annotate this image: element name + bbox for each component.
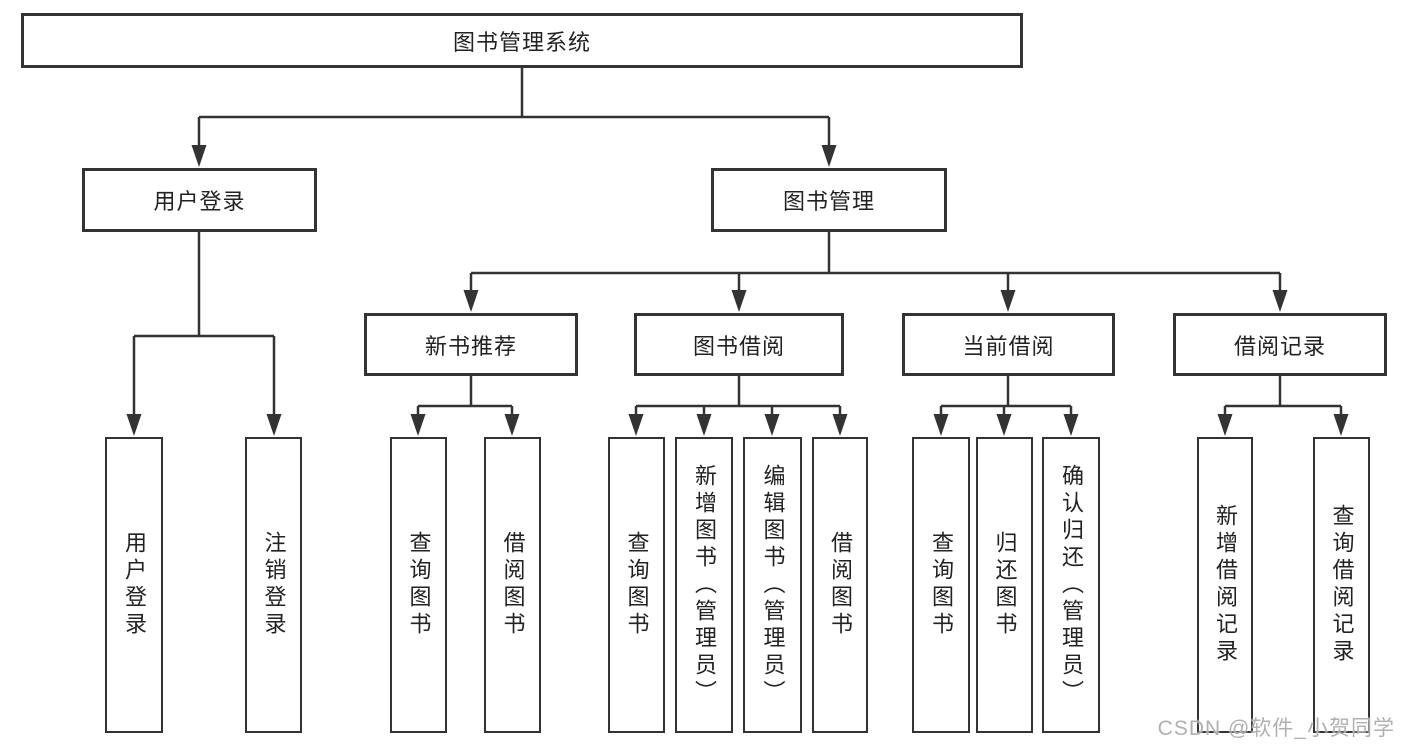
leaf-query-book-borrow: 查询图书: [608, 437, 665, 733]
leaf-logout: 注销登录: [245, 437, 302, 733]
node-label: 用户登录: [153, 189, 246, 214]
leaf-label: 借阅图书: [828, 531, 853, 639]
leaf-confirm-return-admin: 确认归还（管理员）: [1042, 437, 1100, 733]
leaf-borrow-book: 借阅图书: [812, 437, 868, 733]
node-book-management: 图书管理: [711, 168, 947, 232]
node-library-management-system: 图书管理系统: [21, 13, 1023, 68]
leaf-edit-book-admin: 编辑图书（管理员）: [743, 437, 802, 733]
node-label: 新书推荐: [424, 333, 517, 359]
leaf-label: 归还图书: [992, 531, 1018, 639]
node-label: 图书管理系统: [452, 29, 591, 55]
leaf-label: 查询借阅记录: [1329, 504, 1355, 666]
node-label: 图书管理: [782, 189, 875, 214]
node-user-login: 用户登录: [82, 168, 317, 232]
node-label: 图书借阅: [692, 333, 785, 359]
leaf-label: 注销登录: [261, 531, 287, 639]
leaf-label: 确认归还（管理员）: [1059, 463, 1084, 707]
leaf-label: 查询图书: [406, 531, 432, 639]
leaf-query-book-newbook: 查询图书: [390, 437, 447, 733]
leaf-label: 编辑图书（管理员）: [760, 463, 786, 707]
node-label: 借阅记录: [1233, 333, 1326, 359]
leaf-label: 用户登录: [122, 531, 147, 639]
node-label: 当前借阅: [962, 333, 1055, 359]
leaf-label: 查询图书: [624, 531, 650, 639]
leaf-add-borrow-record: 新增借阅记录: [1197, 437, 1253, 733]
node-current-borrow: 当前借阅: [902, 313, 1115, 376]
node-borrow-record: 借阅记录: [1173, 313, 1387, 376]
leaf-query-book-current: 查询图书: [912, 437, 970, 733]
leaf-add-book-admin: 新增图书（管理员）: [675, 437, 733, 733]
node-new-book-recommend: 新书推荐: [364, 313, 578, 376]
leaf-label: 新增图书（管理员）: [692, 463, 717, 707]
leaf-label: 新增借阅记录: [1213, 504, 1238, 666]
leaf-label: 查询图书: [929, 531, 954, 639]
leaf-return-book: 归还图书: [976, 437, 1033, 733]
arrowhead-icons: [126, 145, 1349, 436]
csdn-watermark: CSDN @软件_小贺同学: [1157, 717, 1395, 740]
leaf-query-borrow-record: 查询借阅记录: [1313, 437, 1370, 733]
node-book-borrow: 图书借阅: [634, 313, 844, 376]
leaf-label: 借阅图书: [500, 531, 526, 639]
leaf-user-login: 用户登录: [105, 437, 163, 733]
leaf-borrow-book-newbook: 借阅图书: [484, 437, 541, 733]
